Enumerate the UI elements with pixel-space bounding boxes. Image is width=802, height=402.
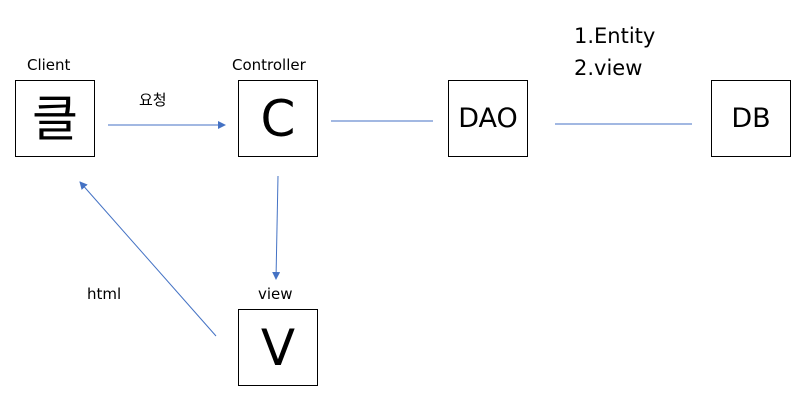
- request-label: 요청: [139, 91, 167, 109]
- client-box: 클: [15, 80, 95, 157]
- controller-label: Controller: [232, 56, 306, 74]
- db-box: DB: [711, 80, 791, 157]
- dao-box: DAO: [448, 80, 528, 157]
- note-entity: 1.Entity: [574, 24, 656, 48]
- view-box: V: [238, 309, 318, 386]
- note-view: 2.view: [574, 56, 643, 80]
- html-label: html: [87, 285, 122, 303]
- dao-text: DAO: [458, 103, 518, 134]
- arrow-controller-to-view: [272, 175, 281, 280]
- view-label: view: [258, 285, 293, 303]
- controller-box: C: [238, 80, 318, 157]
- client-symbol: 클: [32, 89, 78, 148]
- arrow-view-to-client: [79, 181, 217, 337]
- view-symbol: V: [260, 318, 296, 377]
- db-text: DB: [731, 103, 771, 134]
- controller-symbol: C: [260, 89, 296, 148]
- client-label: Client: [27, 56, 71, 74]
